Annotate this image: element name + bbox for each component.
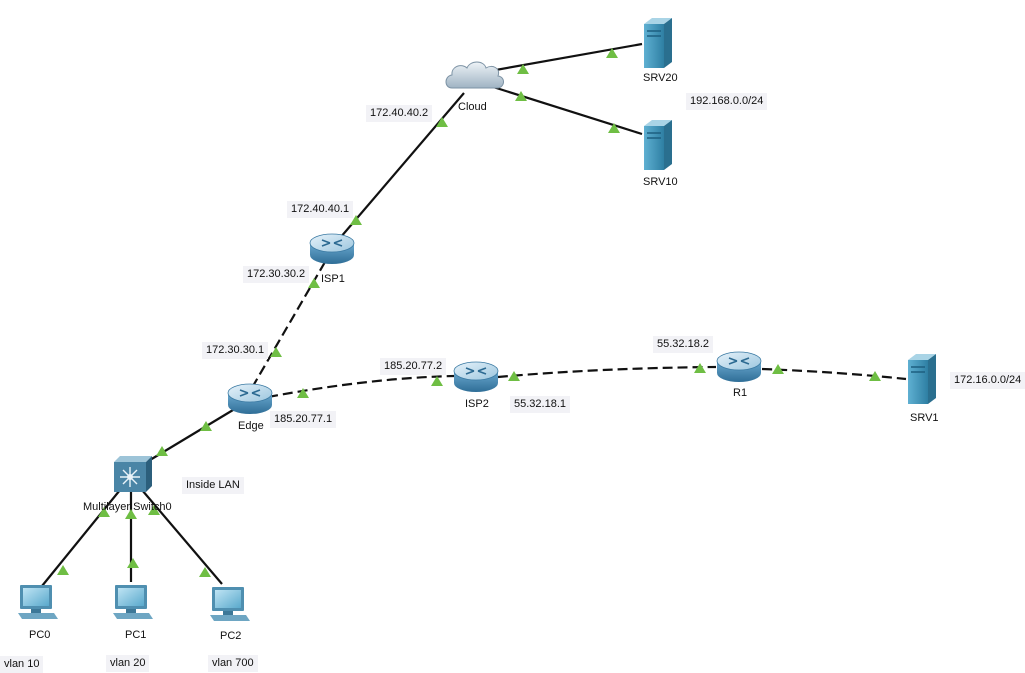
- router-icon: [227, 383, 273, 414]
- pc2-device[interactable]: [210, 587, 250, 621]
- port-up-icon: [156, 446, 168, 456]
- port-up-icon: [125, 509, 137, 519]
- network-label-srv1: 172.16.0.0/24: [950, 372, 1025, 389]
- srv1-device[interactable]: [908, 354, 936, 404]
- isp1-label: ISP1: [321, 273, 345, 285]
- port-up-icon: [515, 91, 527, 101]
- pc-icon: [18, 585, 58, 619]
- port-up-icon: [200, 421, 212, 431]
- srv20-label: SRV20: [643, 72, 678, 84]
- r1-device[interactable]: [716, 351, 762, 382]
- port-up-icon: [608, 123, 620, 133]
- port-up-icon: [606, 48, 618, 58]
- pc1-device[interactable]: [113, 585, 153, 619]
- port-up-icon: [869, 371, 881, 381]
- ip-label-edge-right: 185.20.77.1: [270, 411, 337, 428]
- port-up-icon: [694, 363, 706, 373]
- inside-lan-label: Inside LAN: [182, 477, 244, 494]
- port-up-icon: [98, 507, 110, 517]
- server-icon: [644, 120, 672, 170]
- port-up-icon: [431, 376, 443, 386]
- multilayer-switch-icon: [114, 456, 152, 492]
- router-icon: [453, 361, 499, 392]
- link-cloud-srv10[interactable]: [489, 84, 643, 136]
- server-icon: [908, 354, 936, 404]
- vlan-label-pc0: vlan 10: [0, 656, 44, 673]
- port-up-icon: [772, 364, 784, 374]
- mls-device[interactable]: [114, 456, 152, 492]
- cloud-device[interactable]: [445, 61, 504, 89]
- pc0-label: PC0: [29, 629, 51, 641]
- pc-icon: [210, 587, 250, 621]
- link-isp2-r1[interactable]: [497, 365, 717, 379]
- link-edge-isp2[interactable]: [267, 374, 455, 399]
- cloud-icon: [445, 61, 504, 89]
- srv20-device[interactable]: [644, 18, 672, 68]
- r1-label: R1: [733, 387, 748, 399]
- link-cloud-srv20[interactable]: [489, 42, 643, 73]
- port-up-icon: [127, 558, 139, 568]
- isp1-device[interactable]: [309, 233, 355, 264]
- port-up-icon: [199, 567, 211, 577]
- ip-label-edge-up: 172.30.30.1: [202, 342, 269, 359]
- vlan-label-pc2: vlan 700: [208, 655, 258, 672]
- srv10-label: SRV10: [643, 176, 678, 188]
- mls-label: Multilayer Switch0: [83, 501, 172, 513]
- ip-label-isp1-up: 172.40.40.1: [287, 201, 354, 218]
- cloud-label: Cloud: [458, 101, 487, 113]
- ip-label-cloud: 172.40.40.2: [366, 105, 433, 122]
- port-up-icon: [350, 215, 362, 225]
- pc0-device[interactable]: [18, 585, 58, 619]
- port-up-icon: [270, 347, 282, 357]
- ip-label-r1-left: 55.32.18.2: [653, 336, 713, 353]
- isp2-label: ISP2: [465, 398, 489, 410]
- port-up-icon: [148, 505, 160, 515]
- network-label-srv: 192.168.0.0/24: [686, 93, 768, 110]
- port-up-icon: [297, 388, 309, 398]
- pc-icon: [113, 585, 153, 619]
- server-icon: [644, 18, 672, 68]
- router-icon: [716, 351, 762, 382]
- srv10-device[interactable]: [644, 120, 672, 170]
- edge-device[interactable]: [227, 383, 273, 414]
- ip-label-isp2-right: 55.32.18.1: [510, 396, 570, 413]
- ip-label-isp2-left: 185.20.77.2: [380, 358, 447, 375]
- vlan-label-pc1: vlan 20: [106, 655, 150, 672]
- port-up-icon: [508, 371, 520, 381]
- srv1-label: SRV1: [910, 412, 939, 424]
- port-indicators: [57, 48, 881, 577]
- edge-label: Edge: [238, 420, 264, 432]
- pc1-label: PC1: [125, 629, 147, 641]
- port-up-icon: [517, 64, 529, 74]
- link-cloud-isp1[interactable]: [339, 92, 465, 239]
- port-up-icon: [57, 565, 69, 575]
- router-icon: [309, 233, 355, 264]
- link-mls-pc2[interactable]: [141, 489, 223, 585]
- link-mls-pc0[interactable]: [41, 489, 121, 587]
- pc2-label: PC2: [220, 630, 242, 642]
- ip-label-isp1-down: 172.30.30.2: [243, 266, 310, 283]
- port-up-icon: [436, 117, 448, 127]
- port-up-icon: [308, 278, 320, 288]
- isp2-device[interactable]: [453, 361, 499, 392]
